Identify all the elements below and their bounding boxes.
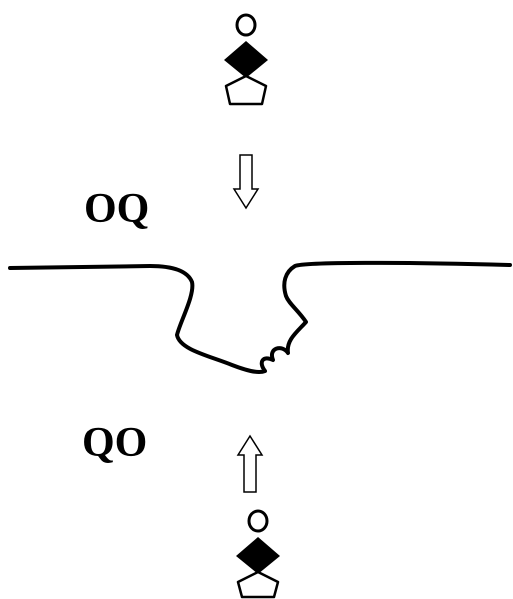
top-label: OQ <box>84 186 150 232</box>
top-figure-pentagon <box>224 74 268 106</box>
top-figure-head <box>235 13 257 37</box>
bottom-figure-icon <box>236 509 280 599</box>
bottom-figure-head <box>247 509 269 533</box>
bottom-figure-pentagon <box>236 570 280 599</box>
up-arrow-icon <box>236 434 264 493</box>
bottom-figure-diamond <box>236 537 280 574</box>
top-figure-icon <box>224 13 268 106</box>
crater-surface-line <box>8 260 512 375</box>
top-figure-diamond <box>224 41 268 78</box>
down-arrow-icon <box>232 154 260 210</box>
bottom-label: QO <box>82 420 148 466</box>
